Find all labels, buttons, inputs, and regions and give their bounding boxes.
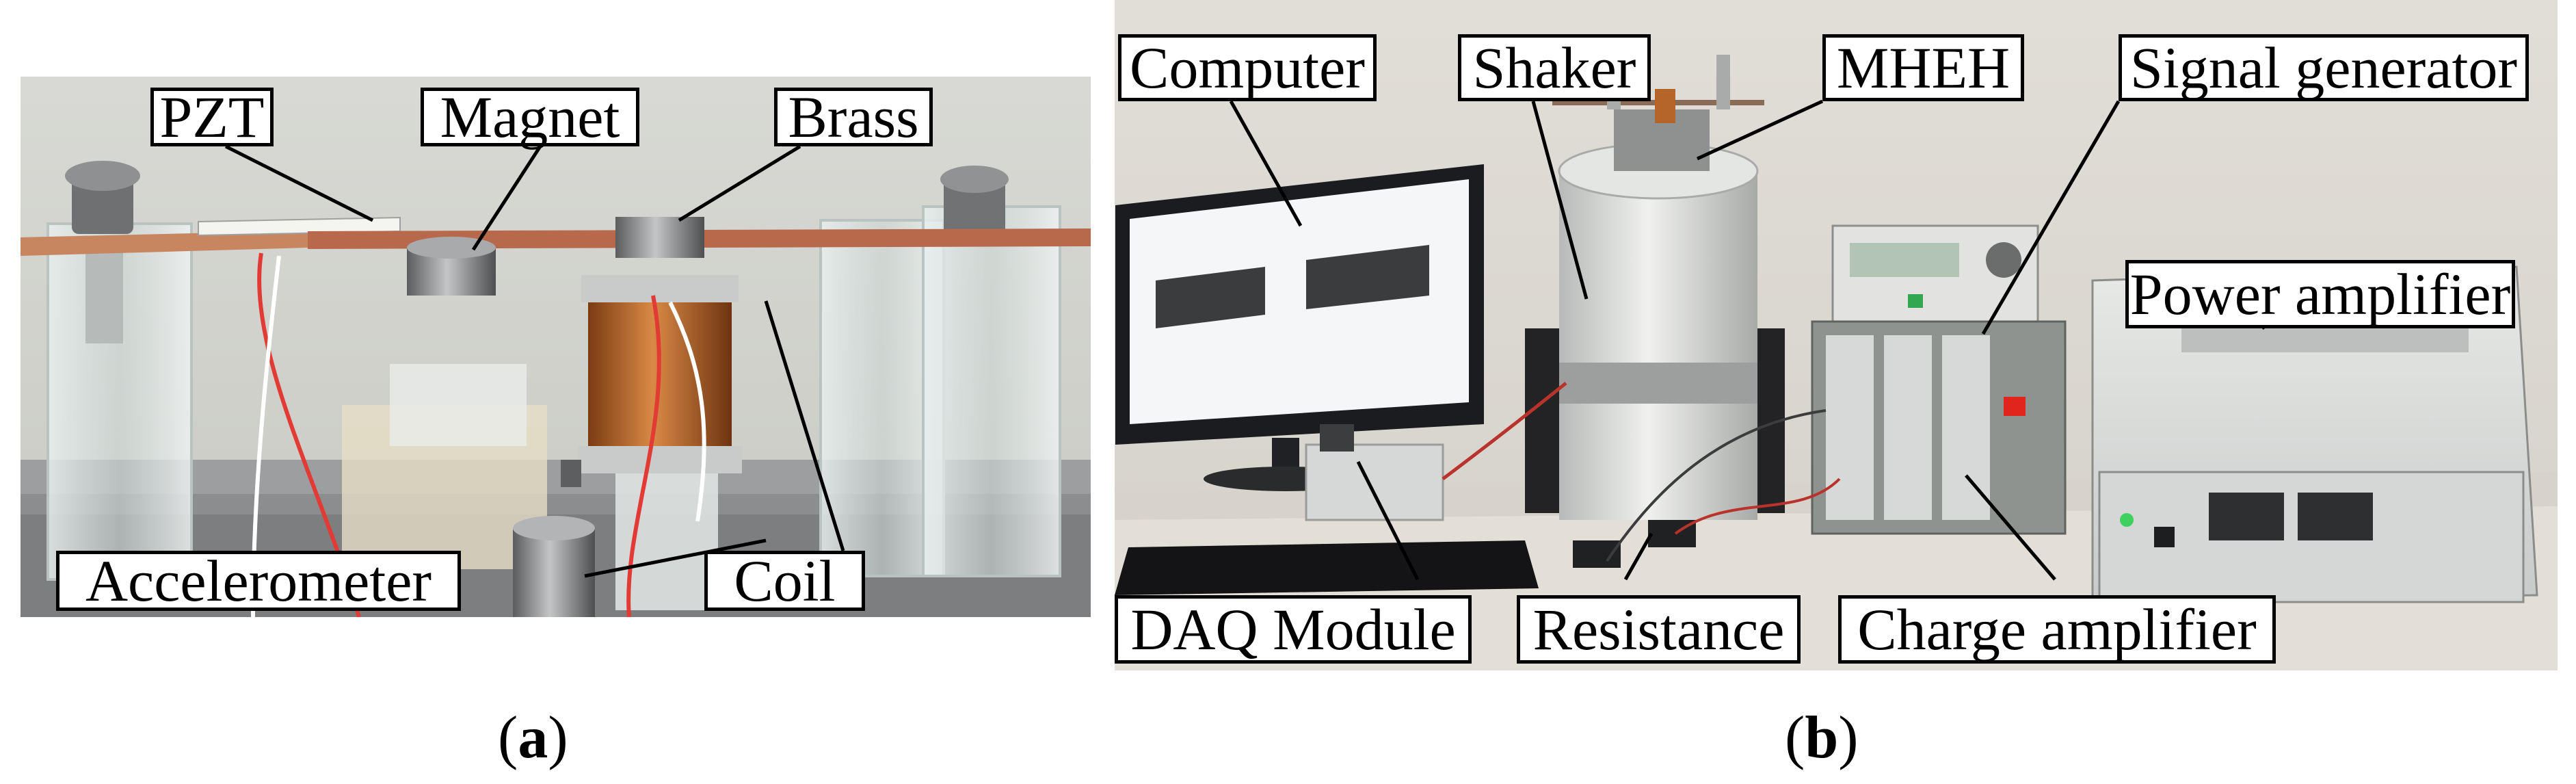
label-magnet: Magnet: [421, 88, 639, 146]
caption-b: (b): [1785, 705, 1859, 771]
label-daq-module: DAQ Module: [1115, 595, 1472, 664]
label-mheh: MHEH: [1822, 34, 2024, 101]
label-resistance: Resistance: [1517, 595, 1801, 664]
label-power-amplifier: Power amplifier: [2125, 260, 2515, 328]
label-charge-amplifier: Charge amplifier: [1838, 595, 2276, 664]
label-accelerometer: Accelerometer: [56, 551, 461, 611]
photo-panel-a: [21, 77, 1091, 617]
label-signal-generator: Signal generator: [2119, 34, 2529, 101]
label-brass: Brass: [774, 88, 933, 146]
label-shaker: Shaker: [1458, 34, 1651, 101]
photo-a-scene: [21, 77, 1091, 617]
label-pzt: PZT: [150, 88, 274, 146]
caption-a: (a): [498, 705, 568, 771]
label-coil: Coil: [704, 551, 865, 611]
label-computer: Computer: [1118, 34, 1377, 101]
